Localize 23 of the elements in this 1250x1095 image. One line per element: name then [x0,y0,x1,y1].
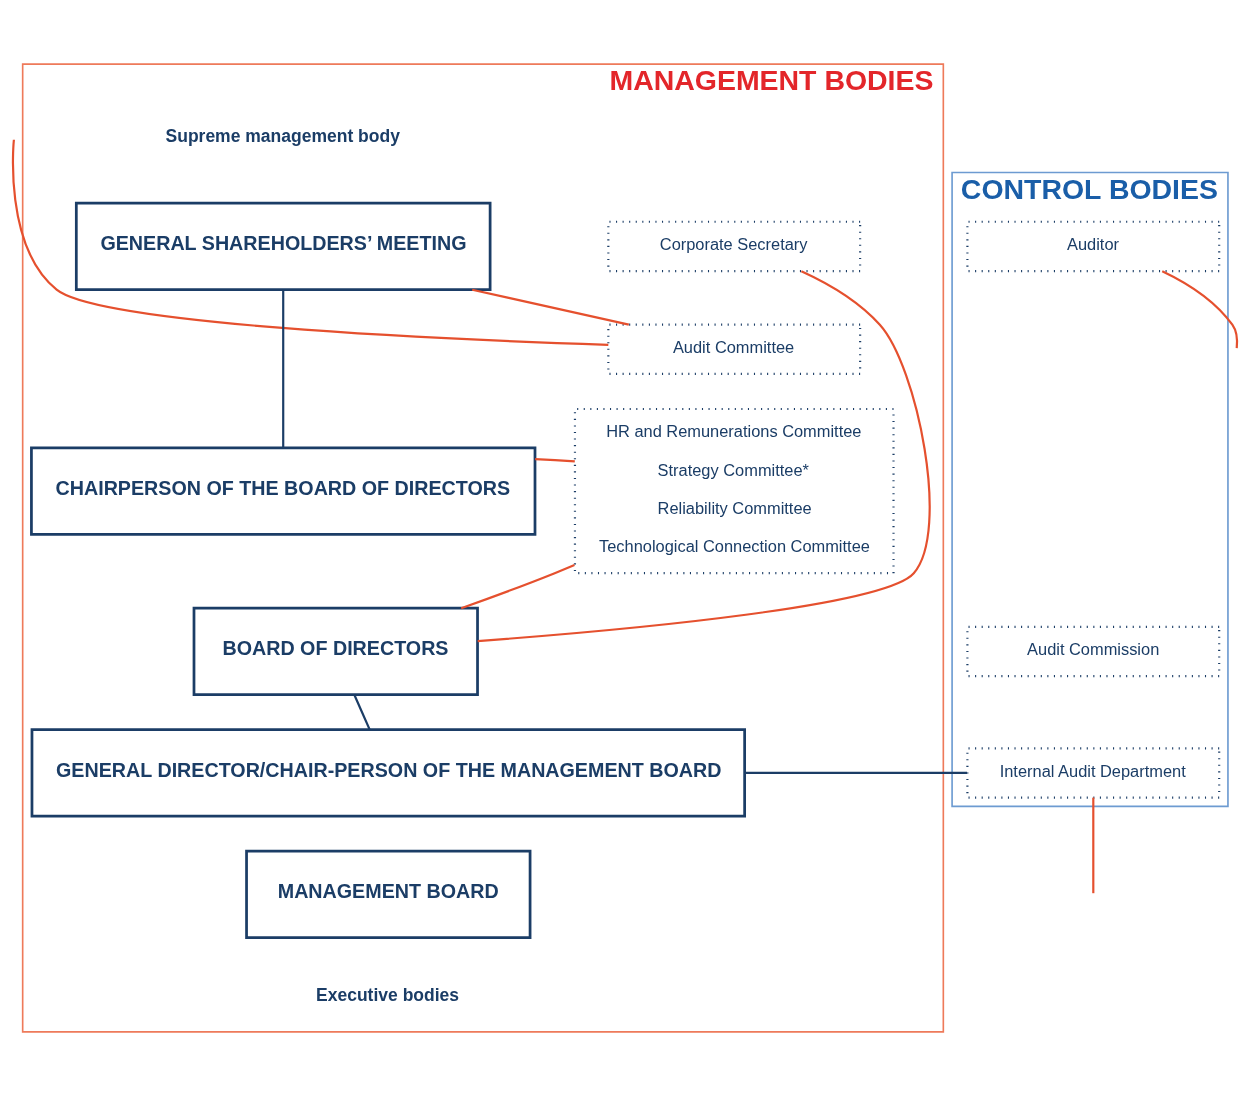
node-box: GENERAL SHAREHOLDERS’ MEETING [74,201,492,291]
node-box: Corporate Secretary [607,220,862,272]
node-box: Internal Audit Department [966,746,1221,799]
node-label: Executive bodies [316,984,460,1005]
connector [535,457,575,463]
connector [282,289,285,448]
connector [1161,269,1239,348]
node-box: GENERAL DIRECTOR/CHAIR-PERSON OF THE MANAGEMENT BOARD [30,727,746,818]
connector [11,139,609,346]
connector [744,771,968,774]
node-box: MANAGEMENT BOARD [245,849,532,939]
node-box: CHAIRPERSON OF THE BOARD OF DIRECTORS [30,445,537,536]
node-box: BOARD OF DIRECTORS [192,606,479,696]
connector [353,694,371,730]
node-box: HR and Remunerations Committee Strategy Committee* Reliability Committee Technological Connection Committee [573,407,895,574]
node-box: Audit Commission [966,625,1221,677]
node-box: Auditor [966,220,1221,272]
connector [460,563,575,609]
connector [1092,797,1095,893]
connector [477,269,931,642]
node-box: Audit Committee [607,323,862,375]
node-label: Supreme management body [165,125,400,146]
connector [471,288,630,326]
